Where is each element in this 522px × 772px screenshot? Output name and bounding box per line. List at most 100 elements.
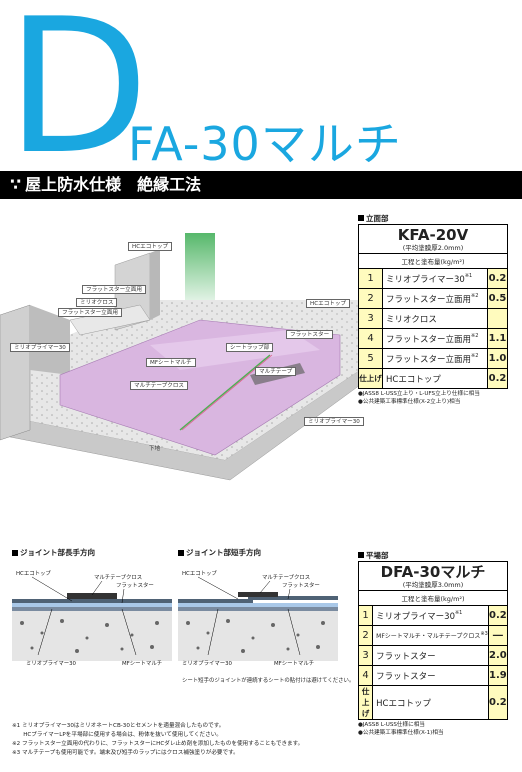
joint-short-section-tag: ジョイント部短手方向 [178,547,261,558]
process-step-number: 2 [357,625,374,646]
callout-hc-top-2: HCエコトップ [306,299,351,308]
callout-primer-right: ミリオプライマー30 [304,417,364,426]
process-material: MFシートマルチ・マルチテープクロス※3 [372,625,489,646]
process-material: フラットスター [372,645,489,666]
process-material: ミリオプライマー30※1 [382,268,488,289]
callout-sheet-wrap: シートラップ部 [226,343,274,352]
flat-spec-title: DFA-30マルチ [380,563,486,581]
callout-multi-tape: マルチテープ [255,367,297,376]
process-note-ref: ※1 [464,272,473,279]
callout-flatstar-wall: フラットスター立面用 [82,285,146,294]
joint-short-label-hc: HCエコトップ [182,571,217,577]
series-letter: D [6,0,150,195]
footnote: ※1 ミリオプライマー30はミリオネートCB-30とセメントを適量混合したもので… [12,723,225,729]
process-material: フラットスター立面用※2 [382,288,488,309]
process-note-ref: ※2 [471,352,479,359]
joint-short-diagram: HCエコトップ マルチテープクロス フラットスター ミリオプライマー30 MFシ… [178,563,354,693]
wall-spec-title-cell: KFA-20V (平均塗膜厚2.0mm) [358,224,508,254]
wall-spec-col-header: 工程と塗布量(kg/m²) [358,253,508,269]
callout-primer-left: ミリオプライマー30 [10,343,70,352]
footnotes: ※1 ミリオプライマー30はミリオネートCB-30とセメントを適量混合したもので… [12,722,512,758]
process-step-number: 1 [357,605,374,626]
callout-flatstar-wall-2: フラットスター立面用 [58,308,122,317]
joint-short-label-tape-cloth: マルチテープクロス [262,575,311,581]
joint-long-label-flatstar: フラットスター [116,583,154,589]
process-amount: 1.1 [487,328,508,349]
process-material: HCエコトップ [382,368,488,389]
process-amount: 0.2 [487,605,509,626]
process-step-number: 3 [357,645,374,666]
footnote: ※3 マルチテープも使用可能です。端末及び短手のラップにはクロス補強塗りが必要で… [12,750,239,756]
process-note-ref: ※1 [454,609,463,616]
wall-spec-section-tag: 立面部 [358,212,508,224]
callout-mirio-cloth: ミリオクロス [76,298,118,307]
process-step-number: 仕上げ [357,685,374,720]
process-step-number: 4 [358,328,383,349]
process-step-number: 4 [357,665,374,686]
joint-long-label-mf: MFシートマルチ [122,661,163,667]
process-note-ref: ※3 [480,631,488,637]
concrete-label: 下地 [149,446,161,452]
process-note-ref: ※2 [471,332,479,339]
square-bullet-icon [12,549,18,556]
footnote: HCプライマーLPを平場部に使用する場合は、粉体を抜いて使用してください。 [12,732,222,738]
process-material: HCエコトップ [372,685,489,720]
section-banner: ∵屋上防水仕様 絶縁工法 [0,171,522,199]
flat-spec-notes: ●JASS8 L-USS仕様に相当 ●公共建築工事標準仕様(X-1)相当 [358,722,444,736]
square-bullet-icon [178,549,184,556]
process-material: ミリオクロス [382,308,488,329]
flat-spec-section-tag: 平場部 [358,549,508,561]
process-step-number: 3 [358,308,383,329]
joint-short-drawing [178,576,338,661]
roof-illustration: HCエコトップ フラットスター立面用 ミリオクロス フラットスター立面用 ミリオ… [0,205,364,510]
banner-mark: ∵ [10,175,22,194]
process-amount: 0.2 [487,268,508,289]
joint-long-diagram: HCエコトップ マルチテープクロス フラットスター ミリオプライマー30 MFシ… [12,563,172,673]
square-bullet-icon [358,552,364,558]
process-step-number: 仕上げ [358,368,383,389]
wall-spec-title: KFA-20V [397,226,469,244]
square-bullet-icon [358,215,364,221]
process-amount: ― [487,625,509,646]
process-amount: 1.0 [487,348,508,369]
process-amount: 0.2 [487,368,508,389]
flat-spec-subtitle: (平均塗膜厚3.0mm) [402,581,464,589]
footnote: ※2 フラットスター立面用の代わりに、フラットスターにHCダレ止め剤を添加したも… [12,741,304,747]
process-material: フラットスター [372,665,489,686]
process-step-number: 2 [358,288,383,309]
joint-short-label-flatstar: フラットスター [282,583,320,589]
process-amount: 0.5 [487,288,508,309]
flat-spec-title-cell: DFA-30マルチ (平均塗膜厚3.0mm) [358,561,508,591]
joint-long-section-tag: ジョイント部長手方向 [12,547,95,558]
callout-mf-sheet: MFシートマルチ [146,358,196,367]
joint-short-label-primer: ミリオプライマー30 [182,661,232,667]
joint-long-drawing [12,576,172,661]
wall-spec-table: 立面部 KFA-20V (平均塗膜厚2.0mm) 工程と塗布量(kg/m²) 1… [358,212,508,406]
joint-long-label-tape-cloth: マルチテープクロス [94,575,143,581]
process-amount: 1.9 [487,665,509,686]
process-material: ミリオプライマー30※1 [372,605,489,626]
banner-title: 屋上防水仕様 絶縁工法 [25,175,202,194]
flat-spec-table: 平場部 DFA-30マルチ (平均塗膜厚3.0mm) 工程と塗布量(kg/m²)… [357,549,509,737]
process-amount: 0.2 [487,685,509,720]
process-step-number: 1 [358,268,383,289]
joint-long-label-primer: ミリオプライマー30 [26,661,76,667]
joint-short-label-mf: MFシートマルチ [274,661,315,667]
process-note-ref: ※2 [471,292,479,299]
flat-spec-col-header: 工程と塗布量(kg/m²) [358,590,508,606]
process-material: フラットスター立面用※2 [382,328,488,349]
product-title: FA-30マルチ [128,117,402,171]
process-amount: 2.0 [487,645,509,666]
joint-short-note: シート短手のジョイントが連続するシートの貼付けは避けてください。 [182,678,355,684]
roof-cross-section-drawing [0,233,361,481]
